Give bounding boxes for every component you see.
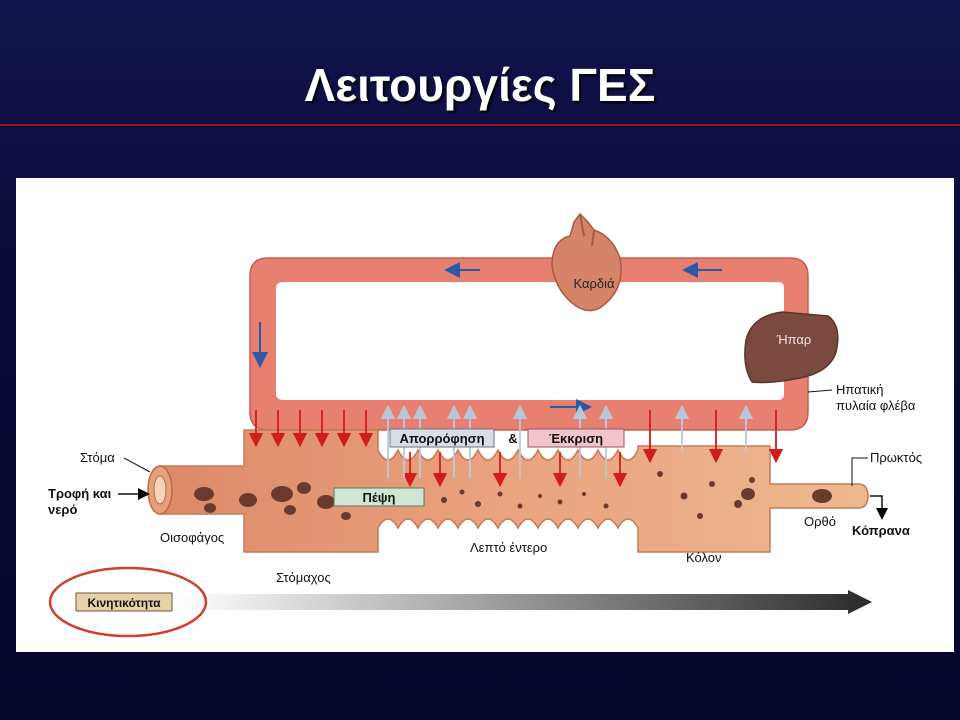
- food-label-line2: νερό: [48, 502, 77, 517]
- absorption-label: Απορρόφηση: [399, 431, 484, 446]
- motility-box: [75, 592, 173, 612]
- diagram-panel: Καρδιά Ήπαρ: [16, 178, 954, 652]
- anus-label: Πρωκτός: [870, 450, 922, 465]
- food-label-line1: Τροφή και: [48, 486, 112, 501]
- highlight-circle: [48, 566, 208, 638]
- absorption-box: [389, 428, 495, 448]
- mouth-label: Στόμα: [80, 450, 115, 465]
- portal-vein-label-line2: πυλαία φλέβα: [836, 398, 916, 413]
- feces-label: Κόπρανα: [852, 523, 910, 538]
- mouth-leader-line: [123, 457, 151, 473]
- anus-leader-line: [851, 457, 868, 486]
- ampersand-label: &: [508, 431, 517, 446]
- stomach-label: Στόμαχος: [276, 570, 331, 585]
- portal-vein-label-line1: Ηπατική: [836, 382, 883, 397]
- heart-label: Καρδιά: [573, 276, 615, 291]
- small-intestine-label: Λεπτό έντερο: [470, 540, 547, 555]
- motility-label: Κινητικότητα: [87, 596, 161, 610]
- liver-label: Ήπαρ: [776, 332, 812, 347]
- blood-vessel-loop: [249, 257, 809, 431]
- digestion-box: [333, 487, 425, 507]
- heart-icon: [551, 212, 622, 312]
- secretion-arrows: [248, 410, 784, 488]
- rectum-label: Ορθό: [804, 514, 836, 529]
- motility-gradient-arrow: [178, 590, 872, 614]
- title-divider: [0, 124, 960, 126]
- colon-label: Κόλον: [686, 550, 722, 565]
- digestion-label: Πέψη: [363, 490, 396, 505]
- gi-tract: [147, 429, 869, 553]
- slide-title: Λειτουργίες ΓΕΣ: [304, 59, 656, 111]
- portal-vein-leader-line: [807, 389, 833, 393]
- esophagus-label: Οισοφάγος: [160, 530, 224, 545]
- gi-functions-diagram: Καρδιά Ήπαρ: [16, 178, 954, 652]
- secretion-box: [527, 428, 625, 448]
- feces-arrow: [870, 495, 888, 520]
- liver-icon: [744, 311, 839, 384]
- secretion-label: Έκκριση: [549, 431, 603, 446]
